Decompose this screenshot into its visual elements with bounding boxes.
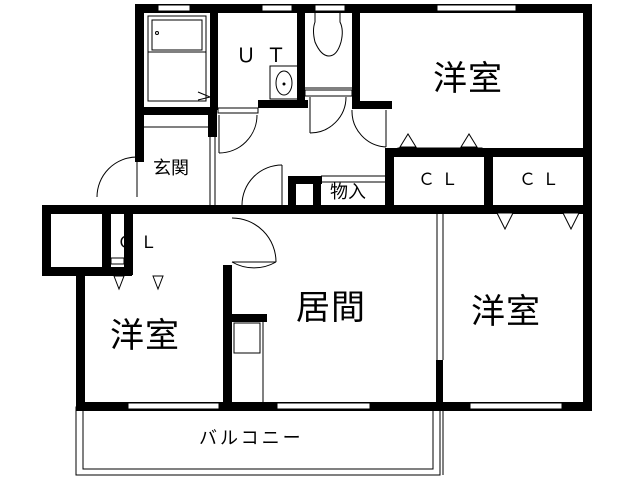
room-label-living: 居間: [296, 288, 366, 328]
room-label-closet-top-mid: ＣＬ: [418, 170, 464, 190]
room-label-bedroom-top-right: 洋室: [433, 59, 503, 99]
windows: [127, 4, 563, 410]
room-label-closet-top-right: ＣＬ: [519, 170, 565, 190]
room-label-bedroom-right: 洋室: [471, 292, 541, 332]
room-label-entrance: 玄関: [153, 158, 189, 179]
toilet-icon: [305, 11, 352, 97]
thin-lines: [75, 89, 582, 475]
room-label-closet-left: ＣＬ: [117, 233, 163, 253]
room-label-balcony: バルコニー: [199, 428, 304, 449]
room-label-bedroom-left: 洋室: [110, 316, 180, 356]
room-label-utility: ＵＴ: [236, 43, 296, 67]
sink-icon: [269, 65, 299, 100]
bathtub-icon: [147, 15, 207, 102]
door-swings: [96, 91, 387, 269]
room-label-storage: 物入: [330, 182, 366, 203]
closet-door-markers: [113, 133, 580, 291]
